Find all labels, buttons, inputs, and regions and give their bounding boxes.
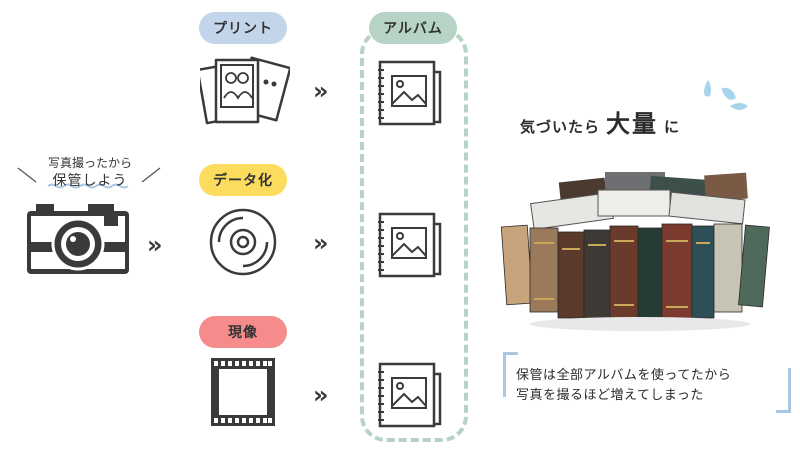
camera-icon <box>26 202 130 276</box>
arrow-film-to-album: » <box>313 381 329 409</box>
headline-suffix: に <box>664 118 680 136</box>
arrow-data-to-album: » <box>313 229 329 257</box>
left-caption: 写真撮ったから 保管しよう <box>10 150 170 200</box>
caption-slash-decoration <box>17 167 161 189</box>
album-pill: アルバム <box>369 12 457 44</box>
disc-icon <box>207 206 279 278</box>
photo-album-icon <box>376 210 448 282</box>
note-bracket-left <box>503 352 518 397</box>
category-pill-digitize: データ化 <box>199 164 287 196</box>
film-strip-icon <box>210 357 276 427</box>
category-pill-develop: 現像 <box>199 316 287 348</box>
photo-album-icon <box>376 360 448 432</box>
arrow-camera-to-data: » <box>147 231 163 259</box>
caption-line-2: 保管しよう <box>52 173 128 189</box>
headline: 気づいたら 大量 に <box>520 104 740 139</box>
sweat-drops-icon <box>700 76 752 116</box>
category-pill-print: プリント <box>199 12 287 44</box>
headline-emphasis: 大量 <box>606 110 659 138</box>
note-line-1: 保管は全部アルバムを使ってたから <box>516 368 732 383</box>
note-bracket-right <box>776 368 791 413</box>
caption-line-1: 写真撮ったから <box>47 156 132 170</box>
headline-prefix: 気づいたら <box>520 118 601 136</box>
arrow-print-to-album: » <box>313 77 329 105</box>
printed-photos-icon <box>200 52 290 132</box>
note-line-2: 写真を撮るほど増えてしまった <box>516 388 704 403</box>
album-pile-photo <box>500 168 780 334</box>
photo-album-icon <box>376 58 448 130</box>
